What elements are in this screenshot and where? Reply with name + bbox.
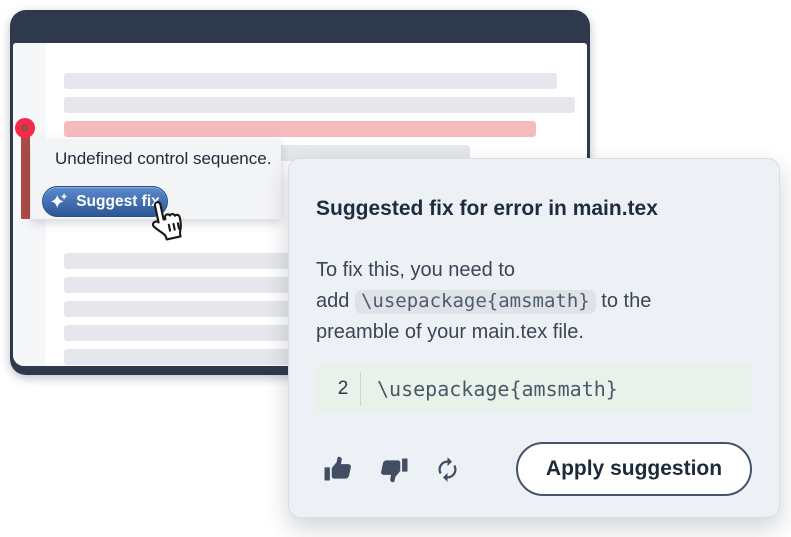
error-message: Undefined control sequence. bbox=[55, 149, 272, 168]
suggestion-card-footer: Apply suggestion bbox=[316, 442, 752, 496]
explanation-text: add bbox=[316, 290, 355, 312]
skeleton-code-line bbox=[64, 73, 557, 89]
explanation-line: To fix this, you need to bbox=[316, 259, 516, 281]
code-gutter-divider bbox=[360, 371, 361, 406]
regenerate-icon bbox=[438, 456, 457, 482]
suggest-fix-label: Suggest fix bbox=[76, 192, 160, 210]
inline-code-snippet: \usepackage{amsmath} bbox=[354, 290, 596, 314]
error-marker-dot bbox=[15, 118, 35, 138]
sparkle-icon bbox=[50, 192, 68, 208]
skeleton-code-line bbox=[64, 97, 575, 113]
suggestion-card-title: Suggested fix for error in main.tex bbox=[316, 197, 658, 220]
regenerate-button[interactable] bbox=[434, 456, 461, 483]
thumbs-up-button[interactable] bbox=[323, 456, 353, 483]
thumbs-up-icon bbox=[324, 456, 351, 481]
explanation-line: add \usepackage{amsmath} to the bbox=[316, 286, 752, 317]
explanation-line: preamble of your main.tex file. bbox=[316, 321, 584, 343]
error-tooltip: Undefined control sequence. Suggest fix bbox=[31, 139, 281, 219]
suggested-code-block: 2 \usepackage{amsmath} bbox=[316, 364, 752, 413]
suggest-fix-button[interactable]: Suggest fix bbox=[42, 186, 168, 217]
suggested-code-text: \usepackage{amsmath} bbox=[377, 376, 618, 401]
code-line-number: 2 bbox=[337, 377, 349, 399]
apply-suggestion-button[interactable]: Apply suggestion bbox=[516, 442, 752, 496]
error-accent-bar bbox=[21, 136, 30, 219]
thumbs-down-button[interactable] bbox=[379, 456, 409, 483]
suggestion-explanation: To fix this, you need to add \usepackage… bbox=[316, 255, 752, 348]
error-highlighted-code-line bbox=[64, 121, 536, 137]
suggestion-card: Suggested fix for error in main.tex To f… bbox=[288, 158, 780, 518]
thumbs-down-icon bbox=[381, 457, 408, 482]
apply-suggestion-label: Apply suggestion bbox=[545, 457, 723, 480]
explanation-text: to the bbox=[595, 290, 652, 312]
